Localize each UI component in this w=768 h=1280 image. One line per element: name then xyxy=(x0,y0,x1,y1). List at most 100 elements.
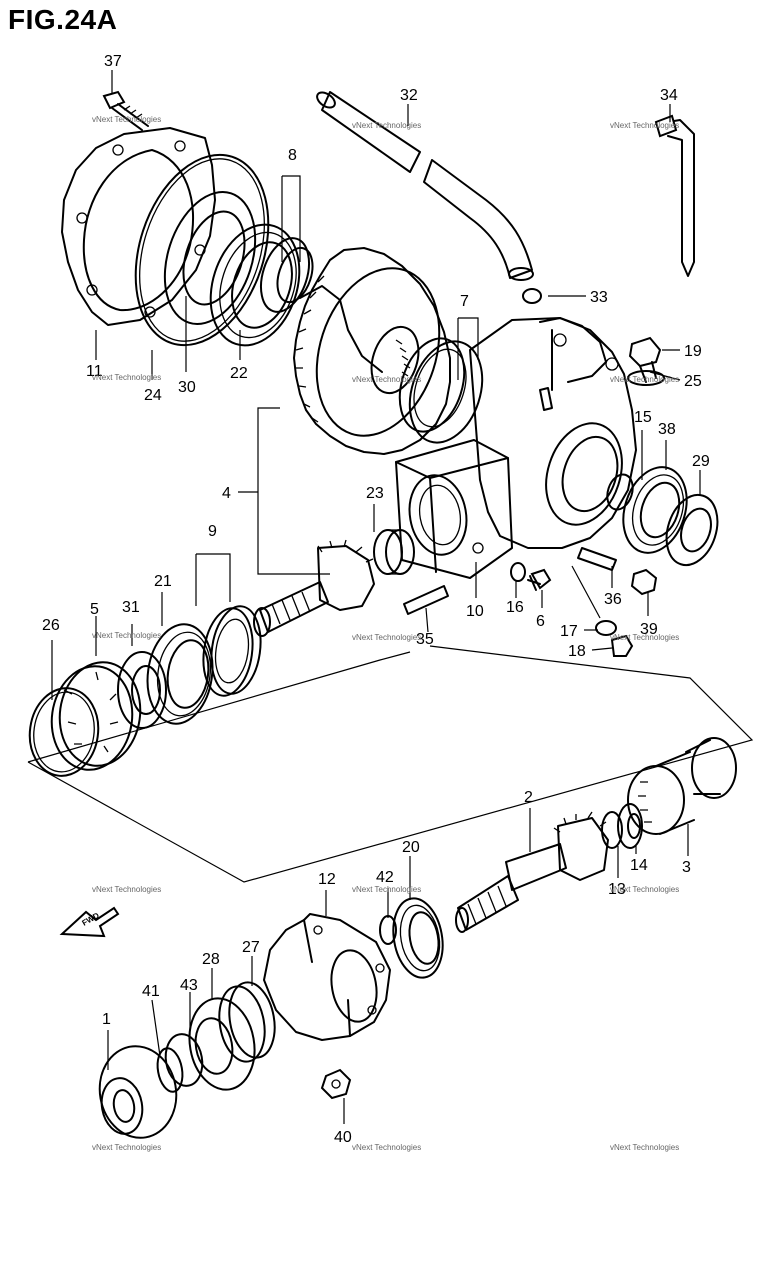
label-40: 40 xyxy=(334,1129,352,1146)
part-10-carrier xyxy=(395,439,513,579)
part-14-washer xyxy=(617,803,643,849)
part-25-gasket xyxy=(627,370,665,386)
label-11: 11 xyxy=(86,363,103,380)
part-13-ring xyxy=(601,811,623,849)
label-32: 32 xyxy=(400,87,418,104)
label-1: 1 xyxy=(102,1011,111,1028)
part-7-shim xyxy=(398,337,484,444)
part-24-o-ring xyxy=(134,153,270,347)
part-38-bearing xyxy=(622,466,688,554)
part-26-o-ring xyxy=(28,687,100,777)
label-10: 10 xyxy=(466,603,484,620)
watermark-1: vNext Technologies xyxy=(92,115,161,124)
callout-labels: 37 32 34 8 33 7 19 25 11 24 30 22 15 38 … xyxy=(42,53,710,1146)
part-20-bearing xyxy=(392,897,444,979)
label-21: 21 xyxy=(154,573,172,590)
part-23-needle-bearing xyxy=(373,529,415,575)
label-18: 18 xyxy=(568,643,586,660)
label-20: 20 xyxy=(402,839,420,856)
part-39-nut xyxy=(630,568,658,596)
label-24: 24 xyxy=(144,387,162,404)
part-6-bolt xyxy=(527,568,552,591)
part-8-shim xyxy=(260,237,314,313)
watermark-3: vNext Technologies xyxy=(610,121,679,130)
part-12-output-housing xyxy=(263,913,391,1041)
label-12: 12 xyxy=(318,871,336,888)
label-43: 43 xyxy=(180,977,198,994)
watermark-12: vNext Technologies xyxy=(610,885,679,894)
watermark-6: vNext Technologies xyxy=(610,375,679,384)
label-4: 4 xyxy=(222,485,231,502)
label-2: 2 xyxy=(524,789,533,806)
label-31: 31 xyxy=(122,599,140,616)
label-39: 39 xyxy=(640,621,658,638)
label-15: 15 xyxy=(634,409,652,426)
label-22: 22 xyxy=(230,365,248,382)
watermark-2: vNext Technologies xyxy=(352,121,421,130)
part-15-o-ring xyxy=(606,473,634,511)
part-30-oil-seal xyxy=(163,191,257,325)
label-41: 41 xyxy=(142,983,160,1000)
part-17-gasket xyxy=(595,620,617,636)
label-23: 23 xyxy=(366,485,384,502)
part-4-ring-gear xyxy=(293,247,451,455)
label-37: 37 xyxy=(104,53,122,70)
part-37-bolt xyxy=(102,90,149,131)
label-29: 29 xyxy=(692,453,710,470)
label-3: 3 xyxy=(682,859,691,876)
label-30: 30 xyxy=(178,379,196,396)
watermark-8: vNext Technologies xyxy=(352,633,421,642)
watermarks: vNext Technologies vNext Technologies vN… xyxy=(92,115,679,1152)
figure-title: FIG.24A xyxy=(8,4,118,35)
part-21-bearing xyxy=(146,623,214,725)
label-35: 35 xyxy=(416,631,434,648)
watermark-14: vNext Technologies xyxy=(352,1143,421,1152)
part-40-nut xyxy=(320,1068,352,1100)
part-32-breather-hose xyxy=(316,91,534,281)
part-11-housing-cover xyxy=(61,127,216,326)
label-28: 28 xyxy=(202,951,220,968)
label-9: 9 xyxy=(208,523,217,540)
label-42: 42 xyxy=(376,869,394,886)
label-19: 19 xyxy=(684,343,702,360)
part-35-stud xyxy=(403,585,449,615)
label-38: 38 xyxy=(658,421,676,438)
part-1-flange xyxy=(98,1045,178,1139)
label-34: 34 xyxy=(660,87,678,104)
watermark-15: vNext Technologies xyxy=(610,1143,679,1152)
differential-housing xyxy=(469,317,637,549)
part-18-plug xyxy=(610,634,634,657)
watermark-5: vNext Technologies xyxy=(352,375,421,384)
label-25: 25 xyxy=(684,373,702,390)
label-7: 7 xyxy=(460,293,469,310)
part-19-drain-plug xyxy=(628,336,662,383)
part-36-stud xyxy=(577,547,617,571)
part-41-o-ring xyxy=(156,1047,184,1093)
label-13: 13 xyxy=(608,881,626,898)
watermark-4: vNext Technologies xyxy=(92,373,161,382)
label-6: 6 xyxy=(536,613,545,630)
watermark-13: vNext Technologies xyxy=(92,1143,161,1152)
label-14: 14 xyxy=(630,857,648,874)
label-26: 26 xyxy=(42,617,60,634)
part-4-pinion xyxy=(253,539,375,637)
label-36: 36 xyxy=(604,591,622,608)
part-31-nut xyxy=(117,651,167,729)
label-8: 8 xyxy=(288,147,297,164)
part-29-oil-seal xyxy=(665,493,719,567)
label-17: 17 xyxy=(560,623,578,640)
watermark-11: vNext Technologies xyxy=(352,885,421,894)
part-2-output-shaft xyxy=(455,811,609,933)
watermark-7: vNext Technologies xyxy=(92,631,161,640)
fwd-arrow-icon: FWD xyxy=(59,906,120,938)
part-28-dust-seal xyxy=(188,997,256,1091)
label-27: 27 xyxy=(242,939,260,956)
label-33: 33 xyxy=(590,289,608,306)
watermark-10: vNext Technologies xyxy=(92,885,161,894)
assembly-separator xyxy=(27,645,754,883)
part-22-bearing xyxy=(209,223,301,347)
part-3-sleeve xyxy=(627,737,737,835)
part-27-oil-seal xyxy=(218,981,276,1063)
label-5: 5 xyxy=(90,601,99,618)
